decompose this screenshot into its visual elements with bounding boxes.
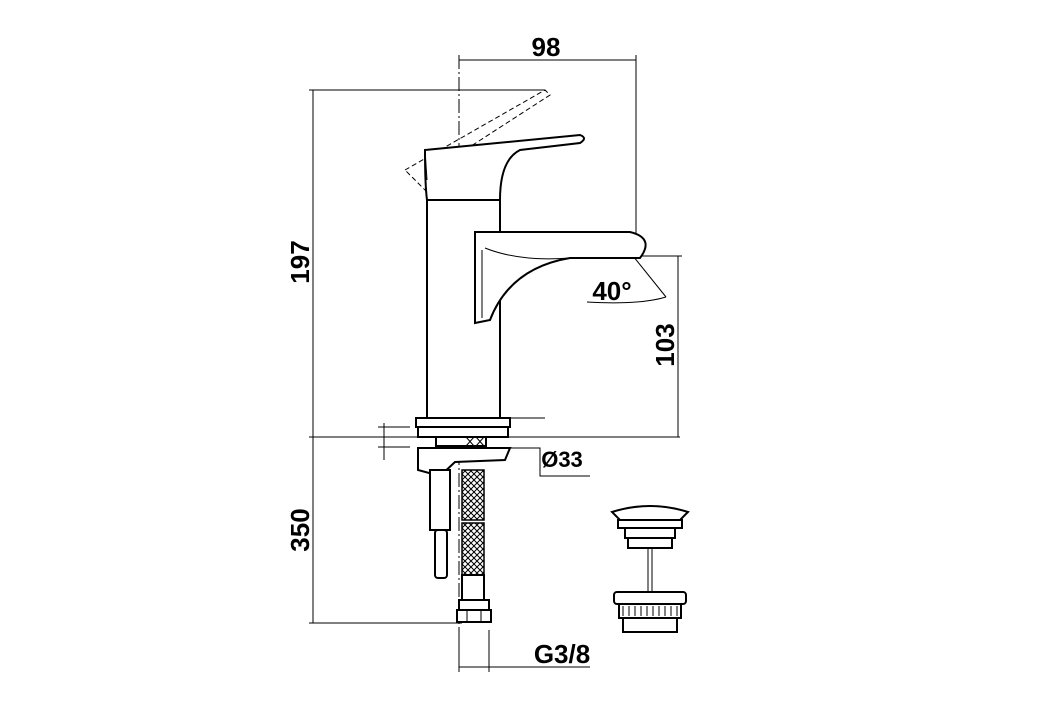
mounting-parts — [417, 436, 512, 623]
drain-waste — [610, 505, 690, 633]
diameter-label: Ø33 — [541, 447, 583, 472]
hose-length-label: 350 — [285, 508, 315, 551]
thread-label: G3/8 — [534, 639, 590, 669]
height-label: 197 — [285, 240, 315, 283]
width-label: 98 — [532, 32, 561, 62]
spout-height-label: 103 — [650, 323, 680, 366]
dimension-labels: 98 197 103 40° Ø33 350 G3/8 — [285, 32, 680, 669]
faucet — [404, 89, 647, 438]
angle-label: 40° — [592, 276, 631, 306]
